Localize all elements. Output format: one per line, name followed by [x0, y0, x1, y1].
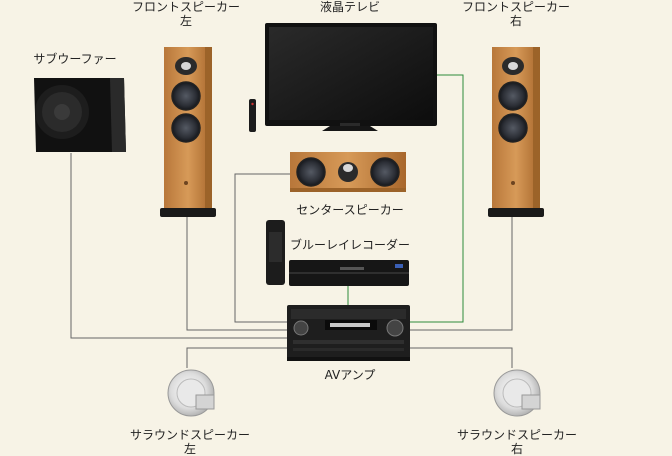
lcd-tv: [265, 23, 437, 131]
cable-center: [234, 173, 290, 323]
av-amplifier: [287, 305, 410, 361]
label-amp: AVアンプ: [300, 368, 400, 382]
label-surround-left: サラウンドスピーカー 左: [125, 428, 255, 456]
cable-surround-left: [186, 347, 287, 368]
cable-front-left: [186, 217, 287, 331]
label-subwoofer-line1: サブウーファー: [33, 52, 117, 66]
label-tv-line1: 液晶テレビ: [319, 0, 380, 14]
label-bluray: ブルーレイレコーダー: [285, 238, 415, 252]
label-front-left-line1: フロントスピーカー: [131, 0, 240, 14]
bluray-remote: [266, 220, 285, 285]
label-center-line1: センタースピーカー: [296, 203, 404, 217]
label-front-right-line2: 右: [509, 14, 522, 28]
center-speaker: [290, 152, 406, 192]
label-front-left: フロントスピーカー 左: [126, 0, 246, 28]
label-subwoofer: サブウーファー: [20, 52, 130, 66]
subwoofer: [34, 78, 126, 152]
label-tv: 液晶テレビ: [290, 0, 410, 14]
label-center: センタースピーカー: [290, 203, 410, 217]
label-surround-left-line1: サラウンドスピーカー: [129, 428, 250, 442]
label-front-right-line1: フロントスピーカー: [461, 0, 570, 14]
label-surround-right: サラウンドスピーカー 右: [452, 428, 582, 456]
cable-front-right: [410, 217, 513, 331]
label-amp-line1: AVアンプ: [324, 368, 376, 382]
cable-subwoofer: [70, 153, 287, 339]
label-surround-left-line2: 左: [183, 442, 196, 456]
label-front-right: フロントスピーカー 右: [456, 0, 576, 28]
label-surround-right-line1: サラウンドスピーカー: [456, 428, 577, 442]
tv-remote: [249, 99, 256, 132]
front-left-speaker: [160, 47, 216, 217]
cable-surround-right: [410, 347, 513, 368]
surround-left-speaker: [167, 369, 215, 417]
cables: [70, 74, 513, 368]
label-bluray-line1: ブルーレイレコーダー: [289, 238, 410, 252]
cable-tv-hdmi: [410, 74, 464, 323]
label-surround-right-line2: 右: [510, 442, 523, 456]
label-front-left-line2: 左: [179, 14, 192, 28]
front-right-speaker: [488, 47, 544, 217]
surround-right-speaker: [493, 369, 541, 417]
bluray-recorder: [289, 260, 409, 286]
